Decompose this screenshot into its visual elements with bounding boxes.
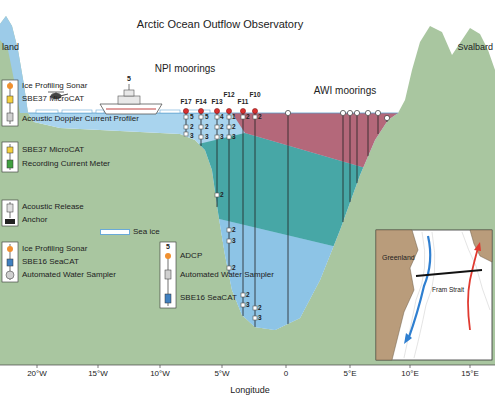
callout-number: 3	[232, 133, 236, 140]
ship	[100, 84, 162, 114]
callout-number: 3	[220, 133, 224, 140]
callout-number: 1	[232, 113, 236, 120]
label: F13	[211, 98, 222, 105]
callout-number: 2	[232, 226, 236, 233]
label: 5°W	[214, 370, 229, 379]
legend-text: Sea ice	[133, 228, 160, 237]
label: 20°W	[27, 370, 47, 379]
label: AWI moorings	[314, 85, 376, 96]
label: 15°E	[461, 370, 478, 379]
label: 0	[284, 370, 288, 379]
label: Svalbard	[457, 43, 493, 53]
label: Fram Strait	[432, 286, 464, 293]
callout-number: 2	[246, 291, 250, 298]
callout-number: 5	[166, 243, 170, 251]
callout-number: 3	[246, 301, 250, 308]
callout-number: 5	[205, 113, 209, 120]
land-mass	[0, 16, 495, 365]
label: Longitude	[230, 386, 270, 396]
axis-ticks	[0, 365, 495, 368]
legend-icons	[2, 80, 176, 308]
legend-text: SBE16 SeaCAT	[22, 258, 79, 267]
label: F14	[195, 98, 206, 105]
callout-number: 5	[190, 113, 194, 120]
label: 10°W	[150, 370, 170, 379]
callout-number: 4	[220, 113, 224, 120]
legend-text: SBE37 MicroCAT	[22, 146, 84, 155]
npi-mooring-floats	[183, 108, 257, 113]
awi-mooring-lines	[288, 116, 387, 324]
label: F17	[180, 98, 191, 105]
callout-number: 2	[246, 113, 250, 120]
label: land	[2, 43, 19, 53]
awi-mooring-floats	[285, 110, 389, 120]
callout-number: 2	[190, 123, 194, 130]
legend-text: Automated Water Sampler	[22, 271, 116, 280]
label: 5°E	[344, 370, 357, 379]
label: Greenland	[382, 254, 415, 262]
legend-text: Automated Water Sampler	[180, 271, 274, 280]
legend-swatch	[100, 229, 130, 235]
callout-number: 2	[258, 113, 262, 120]
callout-number: 3	[232, 237, 236, 244]
callout-number: 3	[190, 132, 194, 139]
label: F11	[238, 98, 249, 105]
callout-number: 3	[258, 314, 262, 321]
legend-text: Acoustic Release	[22, 203, 84, 212]
callout-number: 2	[258, 304, 262, 311]
inset-map	[376, 230, 492, 360]
callout-number: 3	[205, 133, 209, 140]
legend-text: SBE37 MicroCAT	[22, 95, 84, 104]
label: F10	[249, 91, 260, 98]
label: 10°E	[401, 370, 418, 379]
legend-text: Recording Current Meter	[22, 160, 110, 169]
label: NPI moorings	[155, 63, 216, 74]
instrument-boxes	[184, 115, 257, 320]
legend-text: ADCP	[180, 252, 202, 261]
legend-text: Anchor	[22, 216, 47, 225]
label: 15°W	[88, 370, 108, 379]
callout-number: 5	[127, 75, 131, 83]
label: F12	[223, 91, 234, 98]
legend-text: Ice Profiling Sonar	[22, 245, 87, 254]
callout-number: 2	[232, 123, 236, 130]
figure-title: Arctic Ocean Outflow Observatory	[137, 18, 303, 30]
callout-number: 2	[220, 191, 224, 198]
legend-text: Acoustic Doppler Current Profiler	[22, 115, 139, 124]
legend-text: SBE16 SeaCAT	[180, 294, 237, 303]
legend-text: Ice Profiling Sonar	[22, 82, 87, 91]
callout-number: 2	[220, 123, 224, 130]
callout-number: 2	[205, 123, 209, 130]
